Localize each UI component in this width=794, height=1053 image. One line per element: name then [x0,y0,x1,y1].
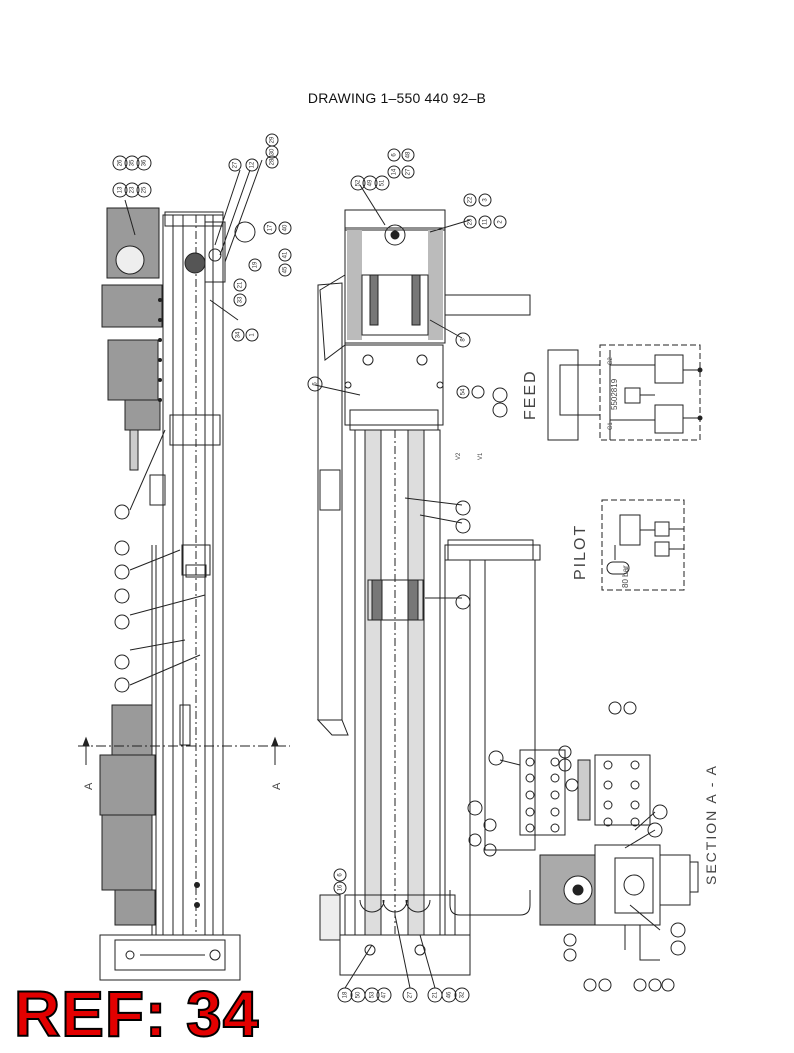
callout-number: 27 [406,168,412,175]
callout-number: 23 [130,186,136,193]
pressure-label: 80 bar [621,565,630,588]
callout-number: 2 [498,220,504,224]
section-mark-left: A [83,782,95,790]
callout-number: 22 [468,196,474,203]
callout-number: 8 [461,338,467,342]
center-callouts: 52 49 51 6 14 48 27 22 3 23 11 2 8 6 54 [307,148,508,610]
section-view [499,749,699,961]
callout-number: 27 [408,991,414,998]
callout-number: 11 [483,218,489,225]
section-callouts [467,701,686,992]
valve-code: 5502819 [610,378,619,410]
callout-number: 36 [142,159,148,166]
bottom-callouts: 6 16 18 50 53 47 27 21 46 32 [333,868,470,1003]
callout-number: 23 [468,218,474,225]
callout-number: 27 [233,161,239,168]
callout-number: 48 [406,151,412,158]
port-v2: V2 [456,452,462,460]
ref-stamp: REF: 34 [13,978,260,1050]
callout-number: 41 [283,251,289,258]
feed-schematic [547,344,703,441]
callout-number: 12 [250,161,256,168]
callout-number: 21 [238,281,244,288]
callout-number: 40 [283,224,289,231]
callout-number: 21 [433,991,439,998]
callout-number: 17 [268,224,274,231]
callout-number: 13 [118,186,124,193]
callout-number: 28 [270,158,276,165]
callout-number: 18 [343,991,349,998]
port-c2: C2 [608,357,614,365]
callout-number: 52 [356,179,362,186]
callout-number: 6 [313,382,319,386]
left-callouts: 13 23 25 26 35 36 27 12 28 29 30 40 41 45 17 19 21 33 34 1 [112,133,292,693]
callout-number: 26 [118,159,124,166]
callout-number: 51 [380,179,386,186]
section-label: SECTION A - A [703,764,719,885]
callout-number: 16 [338,884,344,891]
callout-number: 45 [283,266,289,273]
center-assembly [314,184,541,976]
callout-number: 33 [238,296,244,303]
callout-number: 25 [142,186,148,193]
callout-number: 35 [130,159,136,166]
port-v1: V1 [478,452,484,460]
callout-number: 14 [392,168,398,175]
callout-number: 47 [382,991,388,998]
pilot-schematic [601,499,685,591]
callout-number: 46 [447,991,453,998]
callout-number: 34 [236,331,242,338]
callout-number: 6 [338,873,344,877]
port-c1: C1 [608,422,614,430]
drawing-title: DRAWING 1–550 440 92–B [307,90,487,106]
callout-number: 19 [253,261,259,268]
callout-number: 6 [392,153,398,157]
callout-number: 32 [460,991,466,998]
callout-number: 49 [368,179,374,186]
feed-label: FEED [522,369,539,420]
callout-number: 54 [461,388,467,395]
callout-number: 1 [250,333,256,337]
callout-number: 50 [356,991,362,998]
callout-number: 3 [483,198,489,202]
callout-number: 53 [370,991,376,998]
left-assembly [78,159,290,981]
callout-number: 29 [270,136,276,143]
section-mark-right: A [271,782,283,790]
callout-number: 30 [270,148,276,155]
pilot-label: PILOT [572,524,589,580]
